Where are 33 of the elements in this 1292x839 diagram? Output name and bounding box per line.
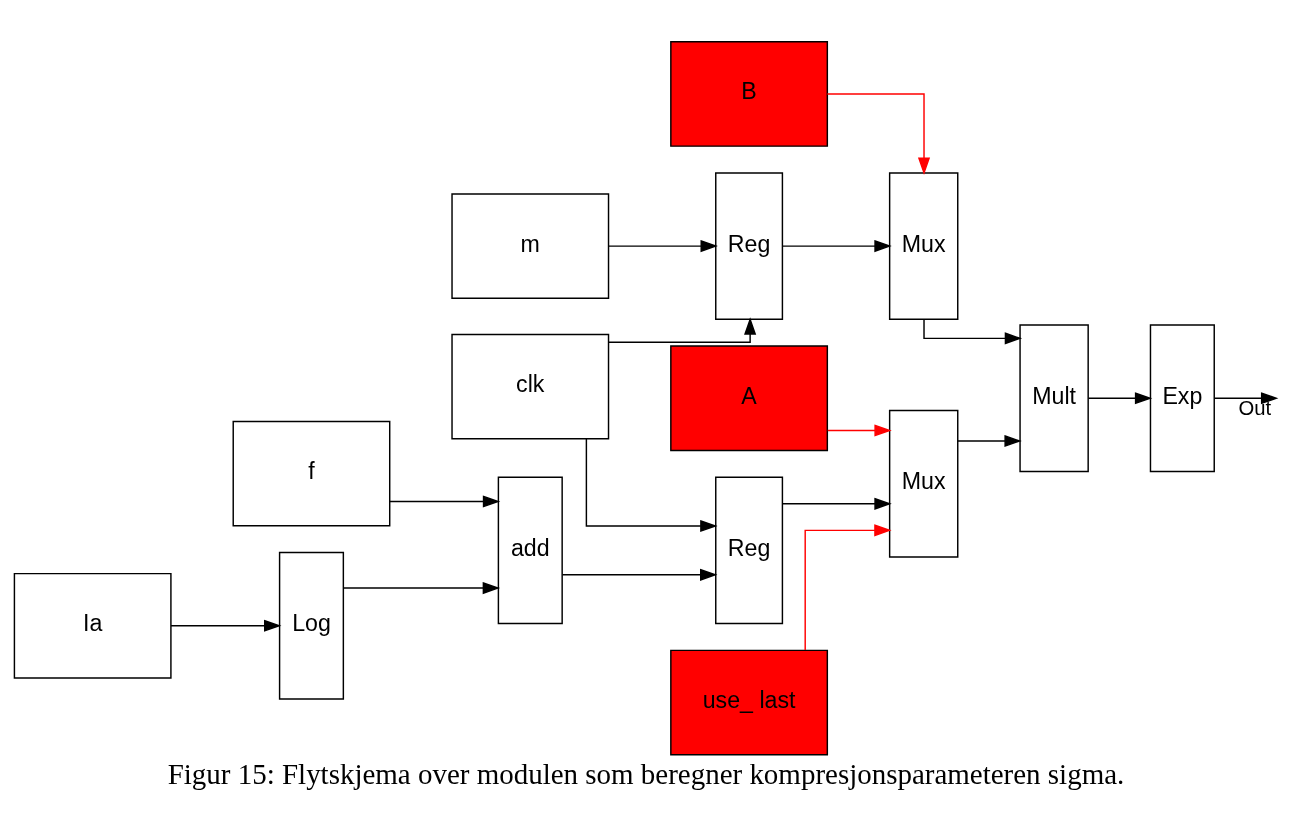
caption: Figur 15: Flytskjema over modulen som beregner kompresjonsparameteren sigma.	[167, 757, 1125, 790]
node-box: Reg	[715, 476, 784, 624]
node-box: B	[670, 40, 829, 147]
arrow	[827, 423, 892, 437]
arrow	[389, 494, 501, 508]
edge-label: Out	[1238, 395, 1272, 418]
node-box: Log	[278, 551, 345, 700]
arrow	[923, 318, 1023, 344]
arrow	[957, 434, 1022, 447]
node-box: Mux	[888, 171, 959, 320]
arrow	[608, 316, 757, 343]
arrow	[804, 523, 892, 651]
node-box: A	[670, 344, 829, 451]
arrow	[585, 437, 718, 532]
node-box: Mux	[888, 409, 959, 558]
arrow	[561, 568, 718, 581]
arrow	[826, 92, 931, 175]
arrow	[782, 497, 892, 510]
arrow	[607, 239, 718, 252]
arrow	[1213, 391, 1279, 404]
node-box: Exp	[1149, 323, 1215, 472]
arrow	[170, 619, 282, 632]
node-box: f	[232, 420, 391, 526]
node-box: clk	[451, 333, 610, 440]
node-box: Ia	[13, 572, 172, 679]
node-box: Reg	[715, 171, 784, 320]
node-box: m	[451, 192, 610, 299]
arrow	[343, 581, 501, 594]
node-box: add	[497, 476, 563, 624]
node-box: use_ last	[670, 649, 829, 755]
arrow	[1087, 391, 1153, 404]
node-box: Mult	[1019, 323, 1089, 472]
arrow	[782, 239, 892, 252]
